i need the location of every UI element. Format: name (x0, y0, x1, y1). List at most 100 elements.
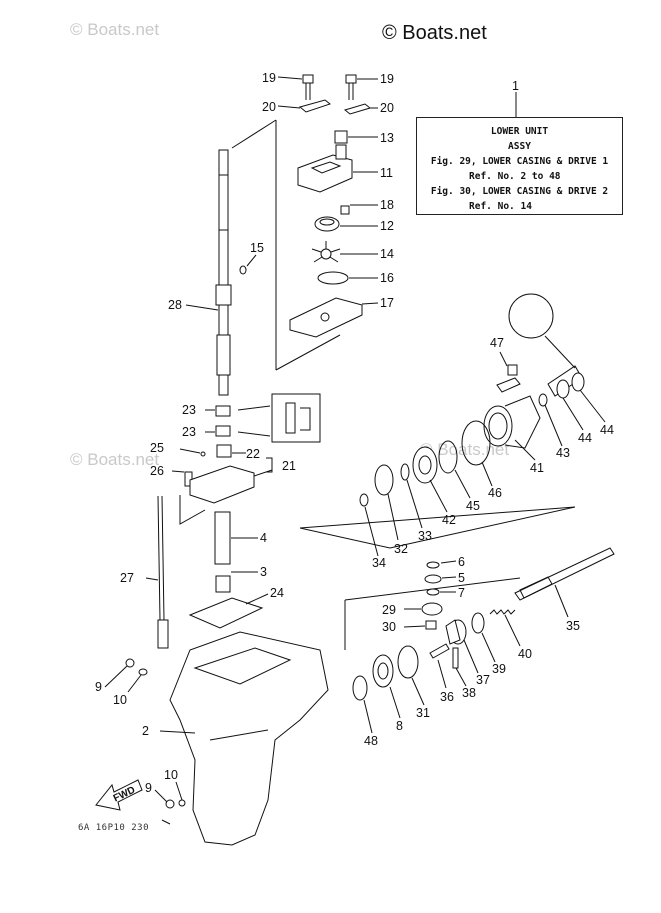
callout-31: 31 (416, 706, 430, 720)
outer-plate-17 (289, 297, 363, 338)
callout-32: 32 (394, 542, 408, 556)
part-18 (340, 205, 350, 215)
callout-16: 16 (380, 271, 394, 285)
o-ring-16 (317, 271, 349, 285)
part-13 (334, 130, 348, 144)
ring-39 (471, 612, 485, 634)
sleeve-4 (214, 511, 231, 565)
washer-43 (538, 393, 548, 407)
watermark-top-left: © Boats.net (70, 20, 160, 39)
callout-18: 18 (380, 198, 394, 212)
watermark-middle-left: © Boats.net (70, 450, 160, 469)
propeller-shaft-housing-41 (483, 395, 541, 449)
callout-26: 26 (150, 464, 164, 478)
callout-9-upper: 9 (95, 680, 102, 694)
callout-40: 40 (518, 647, 532, 661)
o-ring-46 (461, 420, 491, 466)
watermark-main: © Boats.net (382, 22, 487, 44)
washer-10-lower (178, 799, 186, 807)
bolt-9-upper (125, 658, 135, 668)
callout-36: 36 (440, 690, 454, 704)
callout-10-lower: 10 (164, 768, 178, 782)
callout-42: 42 (442, 513, 456, 527)
callout-46: 46 (488, 486, 502, 500)
callout-44-inner: 44 (578, 431, 592, 445)
plate-20-left (298, 99, 332, 113)
callout-28: 28 (168, 298, 182, 312)
callout-37: 37 (476, 673, 490, 687)
callout-14: 14 (380, 247, 394, 261)
callout-21: 21 (282, 459, 296, 473)
spring-40 (489, 609, 516, 615)
callout-45: 45 (466, 499, 480, 513)
legend-line-5: Fig. 30, LOWER CASING & DRIVE 2 (430, 186, 609, 197)
part-22 (216, 444, 232, 458)
oil-seal-housing-21 (189, 465, 255, 504)
bolt-9-lower (165, 799, 175, 809)
pinion-29 (421, 602, 443, 616)
legend-line-3: Fig. 29, LOWER CASING & DRIVE 1 (430, 156, 609, 167)
callout-41: 41 (530, 461, 544, 475)
callout-3: 3 (260, 565, 267, 579)
callout-23-upper: 23 (182, 403, 196, 417)
callout-30: 30 (382, 620, 396, 634)
callout-24: 24 (270, 586, 284, 600)
callout-13: 13 (380, 131, 394, 145)
legend-line-6: Ref. No. 14 (469, 201, 532, 212)
callout-23-lower: 23 (182, 425, 196, 439)
legend-line-2: ASSY (508, 141, 531, 152)
nut-6 (426, 561, 440, 569)
impeller-14 (311, 241, 341, 263)
forward-gear-31 (397, 645, 419, 679)
shift-rod-27 (157, 495, 169, 649)
callout-29: 29 (382, 603, 396, 617)
callout-7: 7 (458, 586, 465, 600)
callout-20-left: 20 (262, 100, 276, 114)
shim-7 (426, 588, 440, 596)
callout-22: 22 (246, 447, 260, 461)
bolt-47 (507, 364, 518, 376)
callout-2: 2 (142, 724, 149, 738)
washer-10-upper (138, 668, 148, 676)
callout-5: 5 (458, 571, 465, 585)
bearing-23-lower (215, 425, 231, 437)
ring-45 (438, 440, 458, 474)
callout-11: 11 (380, 166, 393, 180)
propeller-shaft-35 (514, 547, 615, 601)
forward-label: FWD (112, 785, 137, 805)
callout-47: 47 (490, 336, 504, 350)
bearing-8 (372, 654, 394, 688)
bushing-3 (215, 575, 231, 593)
callout-27: 27 (120, 571, 134, 585)
shim-33 (400, 463, 410, 481)
callout-34: 34 (372, 556, 386, 570)
callout-39: 39 (492, 662, 506, 676)
callout-48: 48 (364, 734, 378, 748)
shim-48 (352, 675, 368, 701)
part-15 (239, 265, 247, 275)
callout-20-right: 20 (380, 101, 394, 115)
grease-symbol-box (271, 393, 321, 443)
legend-line-4: Ref. No. 2 to 48 (469, 171, 561, 182)
callout-12: 12 (380, 219, 394, 233)
gasket-24 (188, 597, 264, 629)
bearing-23-upper (215, 405, 231, 417)
drawing-code: 6A 16P10 230 (78, 823, 150, 833)
shim-34 (359, 493, 369, 507)
washer-44-outer (571, 372, 585, 392)
lower-casing-2 (169, 631, 329, 846)
part-25 (200, 451, 206, 457)
callout-10-upper: 10 (113, 693, 127, 707)
callout-38: 38 (462, 686, 476, 700)
plunger-36 (429, 643, 450, 659)
plate-20-right (343, 103, 372, 115)
callout-33: 33 (418, 529, 432, 543)
callout-1: 1 (512, 79, 519, 93)
dog-clutch-37 (445, 619, 467, 645)
callout-8: 8 (396, 719, 403, 733)
callout-35: 35 (566, 619, 580, 633)
callout-17: 17 (380, 296, 394, 310)
grease-ec-symbol (508, 293, 554, 339)
callout-19-right: 19 (380, 72, 394, 86)
